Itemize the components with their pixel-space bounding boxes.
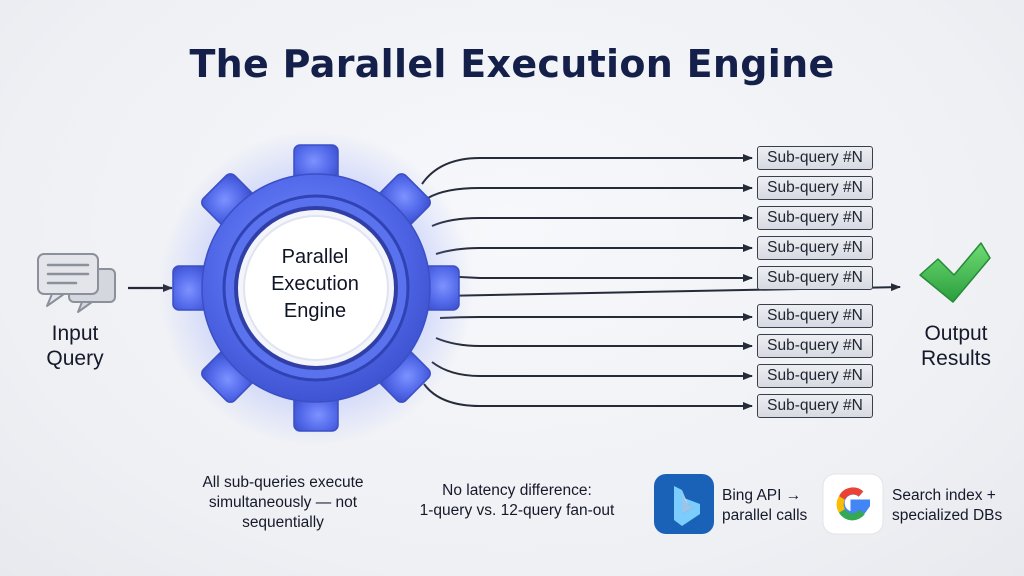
subquery-box: Sub-query #N [757,176,873,200]
chat-bubbles-icon [37,253,116,313]
subquery-box: Sub-query #N [757,146,873,170]
check-mark-icon [919,242,991,303]
subquery-box: Sub-query #N [757,236,873,260]
subquery-box: Sub-query #N [757,266,873,290]
caption-simultaneous: All sub-queries execute simultaneously —… [202,474,364,531]
google-logo-icon [822,473,884,535]
engine-label: Parallel Execution Engine [271,246,359,322]
subquery-box: Sub-query #N [757,206,873,230]
subquery-box: Sub-query #N [757,364,873,388]
subquery-box: Sub-query #N [757,304,873,328]
subquery-box: Sub-query #N [757,334,873,358]
bing-caption: Bing API → parallel calls [722,487,808,524]
page-title: The Parallel Execution Engine [189,42,835,86]
input-label: Input Query [46,322,104,370]
subquery-box: Sub-query #N [757,394,873,418]
output-label: Output Results [920,322,992,370]
google-caption: Search index + specialized DBs [892,487,1003,524]
gear-icon [158,130,474,446]
caption-latency: No latency difference: 1-query vs. 12-qu… [419,482,615,519]
bing-logo-icon [654,474,714,534]
